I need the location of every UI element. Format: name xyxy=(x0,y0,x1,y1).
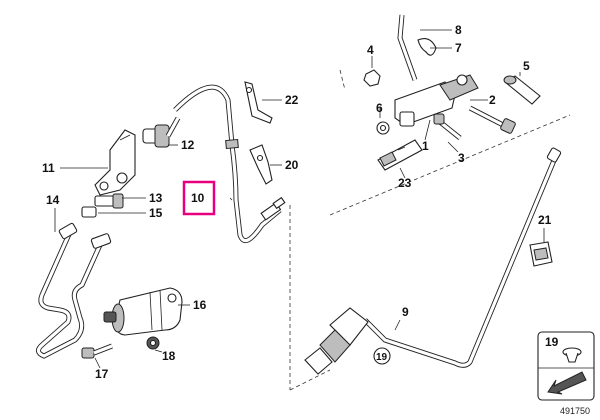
clip-icon xyxy=(562,347,582,363)
label-3: 3 xyxy=(458,151,465,165)
legend-box: 19 xyxy=(537,331,595,401)
label-18: 18 xyxy=(162,349,176,363)
ring-part-6 xyxy=(376,121,390,135)
bracket-part-11 xyxy=(94,129,136,196)
label-19-circle xyxy=(373,347,391,365)
bolt-part-17 xyxy=(81,343,113,359)
boundary-line-upper xyxy=(339,69,346,91)
fitting-part-13 xyxy=(94,193,124,209)
label-22: 22 xyxy=(285,93,299,107)
nut-part-12 xyxy=(142,116,181,148)
boundary-line-right xyxy=(329,114,571,216)
label-7: 7 xyxy=(455,41,462,55)
nut-part-15 xyxy=(81,206,97,218)
label-1: 1 xyxy=(422,139,429,153)
bracket-part-20 xyxy=(249,144,273,185)
screw-part-18 xyxy=(146,336,160,350)
bracket-part-22 xyxy=(244,81,273,124)
clip-part-21 xyxy=(529,241,553,267)
bolt-part-2 xyxy=(468,105,516,134)
label-2: 2 xyxy=(489,93,496,107)
legend-label-19: 19 xyxy=(545,335,559,349)
label-16: 16 xyxy=(193,298,207,312)
hose-part-10 xyxy=(173,84,286,244)
pipe-part-9 xyxy=(363,147,562,368)
master-cylinder-part-1 xyxy=(394,74,479,127)
bushing-part-5 xyxy=(503,75,541,105)
label-4: 4 xyxy=(367,43,374,57)
connector-part-19 xyxy=(304,307,369,375)
pipe-part-14 xyxy=(36,222,112,359)
label-9: 9 xyxy=(402,305,409,319)
part-labels: 1 2 3 4 5 6 7 8 9 10 11 12 13 14 15 16 1… xyxy=(42,23,552,381)
switch-part-23 xyxy=(377,139,423,171)
rod-part-8 xyxy=(397,14,418,81)
highlight-box-10 xyxy=(182,180,216,216)
label-23: 23 xyxy=(398,176,412,190)
boundary-line-bottom xyxy=(289,369,331,391)
leader-lines xyxy=(54,29,545,369)
nut-part-4 xyxy=(363,69,381,87)
label-10: 10 xyxy=(191,191,205,205)
arrow-icon xyxy=(547,371,587,395)
label-13: 13 xyxy=(149,191,163,205)
label-21: 21 xyxy=(538,213,552,227)
label-5: 5 xyxy=(523,59,530,73)
bolt-part-3 xyxy=(433,113,462,140)
label-15: 15 xyxy=(149,206,163,220)
label-20: 20 xyxy=(285,158,299,172)
clip-part-7 xyxy=(417,38,437,56)
label-12: 12 xyxy=(181,138,195,152)
label-11: 11 xyxy=(42,161,55,175)
label-6: 6 xyxy=(376,101,383,115)
slave-cylinder-part-16 xyxy=(103,287,183,336)
label-17: 17 xyxy=(95,367,109,381)
label-8: 8 xyxy=(455,23,462,37)
label-19: 19 xyxy=(376,352,388,363)
document-number: 491750 xyxy=(560,406,590,416)
label-14: 14 xyxy=(46,193,60,207)
